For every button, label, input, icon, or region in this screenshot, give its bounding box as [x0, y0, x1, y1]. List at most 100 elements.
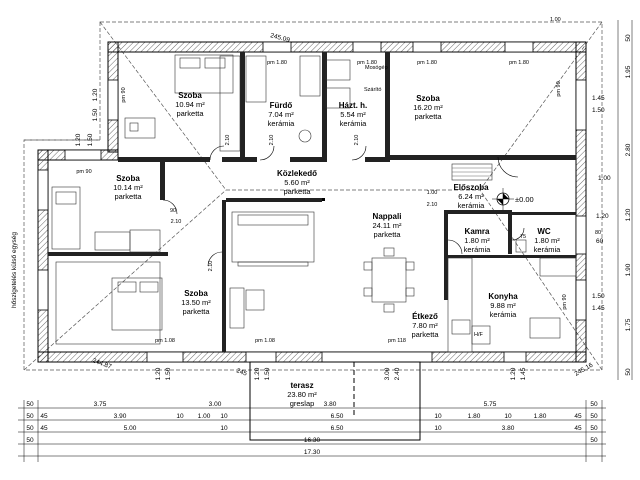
- svg-text:parketta: parketta: [283, 187, 311, 196]
- insulation-note: hőszigetelés külső egység: [11, 232, 18, 308]
- svg-text:Kamra: Kamra: [465, 227, 490, 236]
- svg-text:1.75: 1.75: [625, 318, 632, 331]
- room-label-haztartasi: Házt. h. 5.54 m² kerámia: [339, 101, 367, 128]
- svg-text:10.94 m²: 10.94 m²: [175, 100, 205, 109]
- svg-text:17.30: 17.30: [304, 449, 321, 456]
- svg-text:10.14 m²: 10.14 m²: [113, 183, 143, 192]
- interior-walls: [48, 52, 576, 352]
- svg-text:Előszoba: Előszoba: [453, 183, 489, 192]
- svg-text:terasz: terasz: [290, 381, 313, 390]
- svg-text:pm 1.80: pm 1.80: [267, 60, 287, 66]
- svg-text:pm 90: pm 90: [556, 81, 562, 96]
- door-swings: [162, 145, 525, 267]
- svg-text:parketta: parketta: [182, 307, 210, 316]
- svg-text:1.90: 1.90: [625, 263, 632, 276]
- svg-text:kerámia: kerámia: [464, 245, 492, 254]
- svg-text:1.50: 1.50: [592, 293, 605, 300]
- svg-text:H/F: H/F: [474, 332, 484, 338]
- svg-text:10: 10: [434, 425, 442, 432]
- svg-text:kerámia: kerámia: [490, 310, 518, 319]
- svg-text:1.00: 1.00: [198, 413, 211, 420]
- windows: [37, 41, 587, 363]
- svg-text:50: 50: [590, 413, 598, 420]
- svg-text:1.50: 1.50: [92, 108, 99, 121]
- svg-text:1.20: 1.20: [155, 367, 162, 380]
- svg-text:5.75: 5.75: [484, 401, 497, 408]
- svg-text:1.80 m²: 1.80 m²: [534, 236, 560, 245]
- room-label-eloszoba: Előszoba 6.24 m² kerámia: [453, 183, 489, 210]
- dim-row-3: 50 45 5.00 10 6.50 10 3.80 45 50: [26, 425, 598, 432]
- svg-text:pm 1.08: pm 1.08: [255, 338, 275, 344]
- diagonal-dims: 245.09 244.87 245.16 245: [91, 32, 594, 378]
- room-label-kamra: Kamra 1.80 m² kerámia: [464, 227, 492, 254]
- svg-text:50: 50: [625, 368, 632, 376]
- svg-text:pm 90: pm 90: [121, 87, 127, 102]
- svg-text:Szoba: Szoba: [178, 91, 202, 100]
- svg-text:1.20: 1.20: [254, 367, 261, 380]
- svg-text:1.00: 1.00: [427, 190, 438, 196]
- svg-text:1.00: 1.00: [598, 175, 611, 182]
- svg-text:6.50: 6.50: [331, 413, 344, 420]
- svg-text:Szoba: Szoba: [116, 174, 140, 183]
- opening-labels: pm 1.80 pm 1.80 pm 1.80 pm 1.80 pm 90 pm…: [76, 17, 601, 344]
- svg-text:1.80: 1.80: [468, 413, 481, 420]
- level-text: ±0.00: [515, 195, 534, 204]
- svg-text:parketta: parketta: [114, 192, 142, 201]
- svg-text:2.10: 2.10: [208, 261, 214, 272]
- svg-text:greslap: greslap: [290, 399, 315, 408]
- svg-text:pm 90: pm 90: [562, 294, 568, 309]
- svg-text:10: 10: [220, 425, 228, 432]
- svg-text:45: 45: [574, 425, 582, 432]
- dim-row-1: 50 3.75 3.00 3.80 5.75 50: [26, 401, 598, 408]
- svg-text:1.80: 1.80: [534, 413, 547, 420]
- room-label-furdo: Fürdő 7.04 m² kerámia: [268, 101, 296, 128]
- svg-text:50: 50: [625, 34, 632, 42]
- svg-text:6.50: 6.50: [331, 425, 344, 432]
- svg-text:45: 45: [574, 413, 582, 420]
- svg-text:kerámia: kerámia: [534, 245, 562, 254]
- svg-text:Fürdő: Fürdő: [270, 101, 293, 110]
- svg-text:1.45: 1.45: [592, 95, 605, 102]
- room-label-kozlekedo: Közlekedő 5.60 m² parketta: [277, 169, 317, 196]
- room-label-etkezo: Étkező 7.80 m² parketta: [411, 312, 439, 339]
- svg-text:50: 50: [26, 425, 34, 432]
- svg-text:1.00: 1.00: [550, 17, 561, 23]
- svg-text:3.75: 3.75: [94, 401, 107, 408]
- svg-text:1.80 m²: 1.80 m²: [464, 236, 490, 245]
- svg-text:10: 10: [220, 413, 228, 420]
- svg-text:1.50: 1.50: [165, 367, 172, 380]
- svg-text:parketta: parketta: [414, 112, 442, 121]
- room-label-terasz: terasz 23.80 m² greslap: [287, 381, 317, 408]
- room-label-szoba-3: Szoba 10.14 m² parketta: [113, 174, 143, 201]
- svg-text:5.54 m²: 5.54 m²: [340, 110, 366, 119]
- svg-text:1.20: 1.20: [596, 213, 609, 220]
- room-label-szoba-1: Szoba 10.94 m² parketta: [175, 91, 205, 118]
- svg-text:pm 90: pm 90: [76, 169, 91, 175]
- svg-text:Szoba: Szoba: [184, 289, 208, 298]
- svg-text:WC: WC: [537, 227, 551, 236]
- svg-text:Mosógép: Mosógép: [365, 65, 388, 71]
- svg-text:pm 1.80: pm 1.80: [357, 60, 377, 66]
- level-marker: ±0.00: [492, 188, 534, 210]
- svg-text:2.10: 2.10: [427, 202, 438, 208]
- terrace: [249, 198, 421, 441]
- svg-text:23.80 m²: 23.80 m²: [287, 390, 317, 399]
- svg-text:2.10: 2.10: [225, 135, 231, 146]
- svg-text:13.50 m²: 13.50 m²: [181, 298, 211, 307]
- room-label-nappali: Nappali 24.11 m² parketta: [372, 212, 402, 239]
- svg-text:Szárító: Szárító: [364, 87, 381, 93]
- svg-text:245.16: 245.16: [574, 362, 595, 378]
- svg-text:10: 10: [434, 413, 442, 420]
- bottom-dimension-rows: [18, 400, 606, 462]
- svg-text:50: 50: [590, 401, 598, 408]
- svg-text:Konyha: Konyha: [488, 292, 518, 301]
- right-dimension-chain: 50 1.95 2.80 1.20 1.90 1.75 50 1.45 1.50…: [592, 20, 633, 380]
- svg-text:pm 1.08: pm 1.08: [155, 338, 175, 344]
- room-label-konyha: Konyha 9.88 m² kerámia: [488, 292, 518, 319]
- left-small-dims: 1.20 1.50 1.20 1.50: [75, 88, 99, 146]
- svg-text:5.00: 5.00: [124, 425, 137, 432]
- svg-text:45: 45: [40, 425, 48, 432]
- svg-text:6.24 m²: 6.24 m²: [458, 192, 484, 201]
- svg-text:2.10: 2.10: [171, 219, 182, 225]
